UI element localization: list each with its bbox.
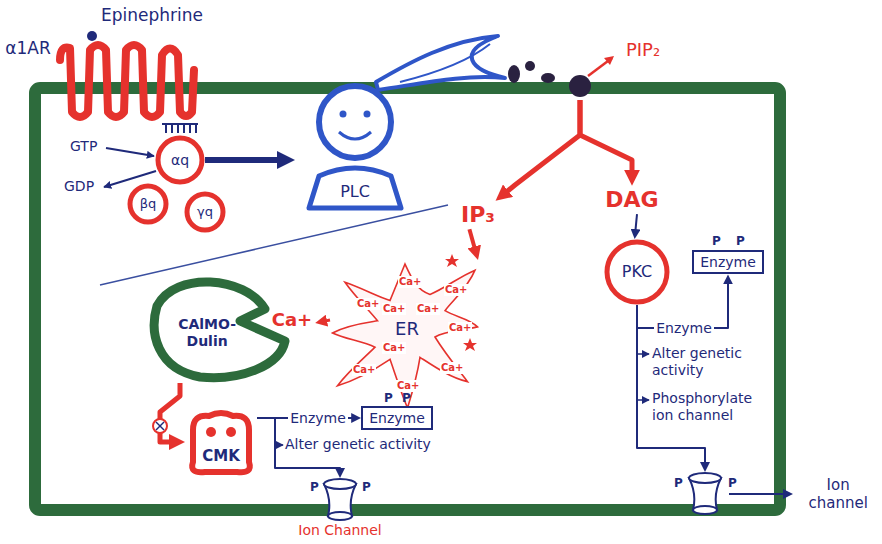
ligand-label: Epinephrine: [98, 4, 206, 26]
annotation-label: Ca+: [398, 276, 422, 288]
annotation-label: Ca+: [440, 362, 464, 374]
node-label: αq: [171, 152, 189, 169]
receptor-star: [445, 254, 459, 267]
annotation-label: Ca+: [416, 303, 440, 315]
annotation-label: GTP: [70, 138, 97, 155]
node-label: DAG: [605, 187, 658, 213]
ligand-dot: [87, 31, 97, 41]
list-ticks: [275, 354, 649, 445]
node-label: CAlMO- Dulin: [171, 316, 243, 350]
activation-symbol: [153, 419, 167, 433]
ion-channel: Ion channel: [685, 472, 873, 516]
node-label: PIP₂: [626, 39, 660, 61]
node-label: Ion channel: [803, 476, 873, 512]
node-label: γq: [197, 204, 213, 220]
annotation-label: P: [712, 234, 721, 248]
annotation-label: Alter genetic activity: [652, 345, 770, 379]
cell-membrane: [35, 88, 780, 510]
connector-arrow: [469, 229, 475, 249]
node-label: CMK: [202, 447, 240, 465]
annotation-label: Ca+: [356, 298, 380, 310]
connector-arrow: [635, 214, 637, 231]
annotation-label: Ca+: [382, 303, 406, 315]
node-label: Epinephrine: [101, 5, 203, 25]
annotation-label: P: [674, 476, 683, 490]
messenger-label: DAG: [602, 186, 661, 214]
node-label: PKC: [622, 262, 652, 281]
annotation-label: Alter genetic activity: [285, 436, 431, 453]
annotation-label: P: [728, 476, 737, 490]
plc-arm: [376, 36, 505, 90]
node-label: ER: [395, 318, 419, 340]
lipid-label: PIP₂: [500, 36, 668, 100]
ion-channel: Ion Channel: [290, 478, 390, 540]
annotation-label: Ca+: [396, 380, 420, 392]
node-label: IP₃: [461, 202, 495, 228]
annotation-label: P: [736, 234, 745, 248]
connector-arrow: [325, 320, 330, 321]
g-protein-subunit: βq: [127, 183, 169, 225]
gtp-arrow: [106, 148, 154, 156]
enzyme-box: Enzyme: [361, 406, 433, 431]
annotation-label: P: [362, 480, 371, 494]
receptor-helices: [60, 45, 194, 117]
ion-label: Ca+: [269, 308, 315, 332]
edge-label: Enzyme: [288, 410, 348, 427]
kinase-figure-outline: [185, 410, 257, 476]
annotation-label: Phosphorylate ion channel: [652, 390, 770, 424]
kinase-figure: CMK: [185, 410, 257, 476]
enzyme-figure: PLC: [295, 80, 415, 212]
node-label: Enzyme: [369, 410, 425, 427]
connector-arrow: [506, 100, 581, 193]
receptor-star: [463, 338, 477, 351]
edge-label: Enzyme: [654, 320, 714, 337]
node-label: α1AR: [5, 38, 50, 58]
messenger-label: IP₃: [458, 201, 498, 229]
receptor-coupling: [162, 124, 198, 133]
connector-arrow: [580, 100, 632, 173]
connector-arrow: [205, 157, 281, 163]
receptor-label: α1AR: [2, 37, 53, 59]
node-label: Enzyme: [700, 254, 756, 271]
node-label: Ion Channel: [298, 522, 382, 539]
annotation-label: Ca+: [444, 284, 468, 296]
annotation-label: P: [310, 480, 319, 494]
plc-arm-detail: [400, 44, 490, 82]
g-protein-subunit: αq: [155, 135, 205, 185]
kinase-circle: PKC: [604, 239, 670, 305]
annotation-label: GDP: [64, 178, 94, 195]
node-label: βq: [140, 196, 157, 212]
node-label: Ca+: [272, 309, 312, 331]
annotation-label: Ca+: [382, 342, 406, 354]
annotation-label: Ca+: [448, 322, 472, 334]
annotation-label: Ca+: [352, 364, 376, 376]
annotation-label: P: [384, 391, 393, 405]
calmodulin-shape: CAlMO- Dulin: [145, 271, 290, 383]
g-protein-subunit: γq: [184, 191, 226, 233]
node-label: PLC: [340, 182, 370, 201]
enzyme-box: Enzyme: [692, 250, 764, 275]
annotation-label: P: [402, 391, 411, 405]
